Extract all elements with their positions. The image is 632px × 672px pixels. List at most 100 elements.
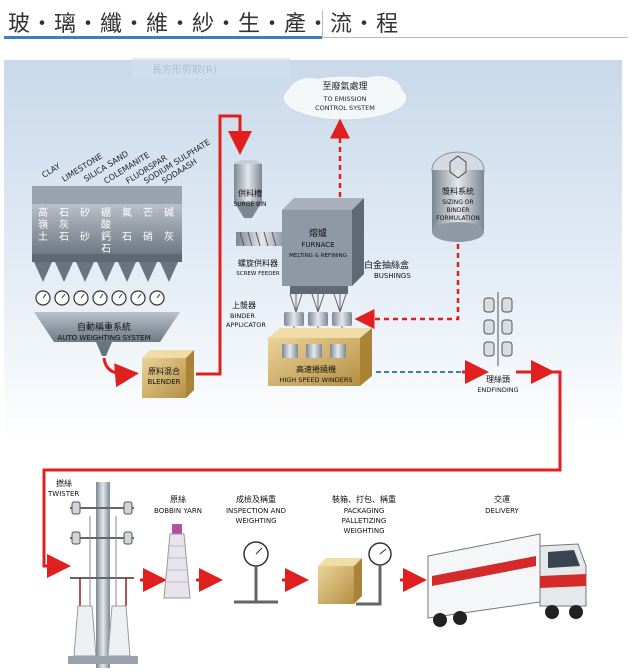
bushings-label-zh: 白金抽絲盒 — [364, 259, 409, 271]
binder-applicator-label-en1: BINDER — [230, 312, 255, 320]
hopper-body — [32, 204, 182, 254]
hopper-top — [32, 186, 182, 204]
endfinding-label-zh: 理絲頭 — [486, 374, 510, 384]
inspection-label-en1: INSPECTION AND — [226, 507, 286, 515]
sizing-arrow — [354, 244, 460, 329]
hopper-zh-sulphate: 芒 硝 — [143, 206, 153, 243]
twister-label-en: TWISTER — [47, 490, 79, 498]
hopper-char: 砂 — [80, 230, 90, 243]
bobbin-label-zh: 原絲 — [170, 494, 186, 504]
screw-feeder: 螺旋供料器 SCREW FEEDER — [236, 231, 288, 277]
hopper-char: 硝 — [143, 230, 153, 243]
endfinding-label-en: ENDFINDING — [477, 386, 518, 394]
hopper-char: 石 — [101, 244, 111, 255]
title-underline — [4, 36, 322, 39]
inspection-scale-icon — [234, 541, 278, 604]
binder-applicator-label-zh: 上漿器 — [232, 300, 256, 310]
faded-caption: 長方形剪取(R) — [152, 63, 217, 76]
molecule-icon — [449, 155, 467, 179]
page-header: 玻‧璃‧纖‧維‧紗‧生‧產‧流‧程 — [0, 0, 632, 46]
hopper-zh-limestone: 石 灰 石 — [59, 208, 69, 243]
hopper-zh-sodaash: 碱 灰 — [164, 207, 174, 243]
packaging-label-en1: PACKAGING — [344, 507, 385, 515]
twister-label-zh: 撚絲 — [56, 478, 72, 488]
gauge-needles — [42, 293, 161, 299]
auto-weighting-outlet — [96, 342, 112, 356]
bushings-label-en: BUSHINGS — [374, 272, 411, 280]
high-speed-winders: 高速捲繞機 HIGH SPEED WINDERS — [268, 328, 372, 386]
winders-label-zh: 高速捲繞機 — [296, 364, 336, 374]
hopper-char: 高 — [38, 206, 48, 219]
hopper-char: 碱 — [164, 207, 174, 219]
emission-cloud: 至廢氣處理 TO EMISSION CONTROL SYSTEM — [282, 75, 408, 121]
packaging-label-en2: PALLETIZING — [342, 517, 387, 525]
emission-label-en1: TO EMISSION — [323, 95, 367, 103]
hopper-char: 嶺 — [38, 219, 48, 231]
binder-applicator-label-en2: APPLICATOR — [226, 321, 266, 329]
furnace-label-en: FURNACE — [301, 241, 334, 249]
hopper-char: 芒 — [143, 206, 153, 219]
sizing-label-en2: BINDER — [447, 207, 470, 214]
hopper-zh-fluorspar: 氟 石 — [122, 206, 132, 243]
emission-label-en2: CONTROL SYSTEM — [315, 104, 375, 112]
header-rule — [322, 37, 628, 38]
arrow-to-blender — [102, 357, 139, 388]
sizing-label-en1: SIZING OR — [442, 199, 473, 206]
packaging-box-icon — [318, 542, 392, 606]
furnace-label-en2: MELTING & REFINING — [289, 253, 347, 259]
endfinding-rack — [483, 292, 513, 366]
surge-bin-label-zh: 供料槽 — [238, 188, 262, 198]
hopper-funnels — [34, 262, 178, 282]
auto-weighting-label-zh: 自動稱重系統 — [77, 321, 131, 333]
page-title: 玻‧璃‧纖‧維‧紗‧生‧產‧流‧程 — [8, 12, 400, 37]
delivery-label-en: DELIVERY — [485, 507, 519, 515]
hopper-zh-labels: 高 嶺 土 石 灰 石 矽 砂 硼 酸 鈣 石 氟 石 芒 硝 碱 灰 — [38, 206, 174, 255]
arrow-to-surge-bin — [196, 114, 252, 376]
hopper-zh-colemanite: 硼 酸 鈣 石 — [101, 207, 111, 255]
process-diagram: 長方形剪取(R) 至廢氣處理 TO EMISSION CONTROL SYSTE… — [0, 46, 632, 668]
surge-bin: 供料槽 SURGE BIN — [233, 160, 267, 218]
packaging-label-en3: WEIGHTING — [343, 527, 384, 535]
surge-bin-label-en: SURGE BIN — [233, 201, 266, 208]
hopper-char: 矽 — [80, 206, 90, 219]
binder-applicator: 上漿器 BINDER APPLICATOR — [226, 300, 352, 329]
hopper-char: 鈣 — [101, 230, 111, 243]
screw-feeder-label-zh: 螺旋供料器 — [238, 258, 278, 268]
hopper-char: 石 — [59, 208, 69, 219]
hopper-char: 氟 — [122, 206, 132, 219]
sizing-label-en3: FORMULATION — [436, 215, 480, 222]
auto-weighting-label-en: AUTO WEIGHTING SYSTEM — [57, 334, 150, 342]
delivery-label-zh: 交運 — [494, 494, 510, 504]
blender-label-zh: 原料混合 — [148, 366, 180, 376]
furnace-label-zh: 熔爐 — [309, 227, 327, 239]
hopper-zh-clay: 高 嶺 土 — [38, 206, 48, 243]
inspection-label-zh: 成檢及稱重 — [236, 494, 276, 504]
bobbin-label-en: BOBBIN YARN — [154, 507, 202, 515]
faded-caption-box — [132, 58, 290, 78]
hopper-char: 酸 — [101, 218, 111, 231]
sizing-tank: 漿料系統 SIZING OR BINDER FORMULATION — [431, 151, 485, 242]
emission-label-zh: 至廢氣處理 — [322, 80, 367, 92]
process-diagram-svg: 長方形剪取(R) 至廢氣處理 TO EMISSION CONTROL SYSTE… — [4, 58, 622, 668]
hopper-char: 灰 — [59, 218, 69, 231]
title-divider — [322, 10, 323, 38]
screw-feeder-label-en: SCREW FEEDER — [236, 271, 280, 277]
hopper-char: 灰 — [164, 230, 174, 243]
blender-label-en: BLENDER — [147, 378, 180, 386]
hopper-char: 石 — [122, 232, 132, 243]
hopper-char: 土 — [38, 230, 48, 243]
raw-material-hoppers — [32, 186, 182, 282]
hopper-char: 石 — [59, 232, 69, 243]
hopper-zh-silica: 矽 砂 — [80, 206, 90, 243]
auto-weighting-funnel — [34, 312, 180, 342]
blender-box: 原料混合 BLENDER — [142, 350, 194, 398]
winders-label-en: HIGH SPEED WINDERS — [279, 376, 352, 384]
twister-machine — [68, 482, 138, 668]
delivery-truck-icon — [427, 533, 587, 627]
bobbin-icon — [163, 524, 191, 599]
sizing-label-zh: 漿料系統 — [442, 186, 474, 196]
furnace: 熔爐 FURNACE MELTING & REFINING — [282, 198, 364, 294]
hopper-char: 硼 — [101, 207, 111, 219]
packaging-label-zh: 裝箱、打包、稱重 — [332, 494, 396, 504]
inspection-label-en2: WEIGHTING — [235, 517, 276, 525]
